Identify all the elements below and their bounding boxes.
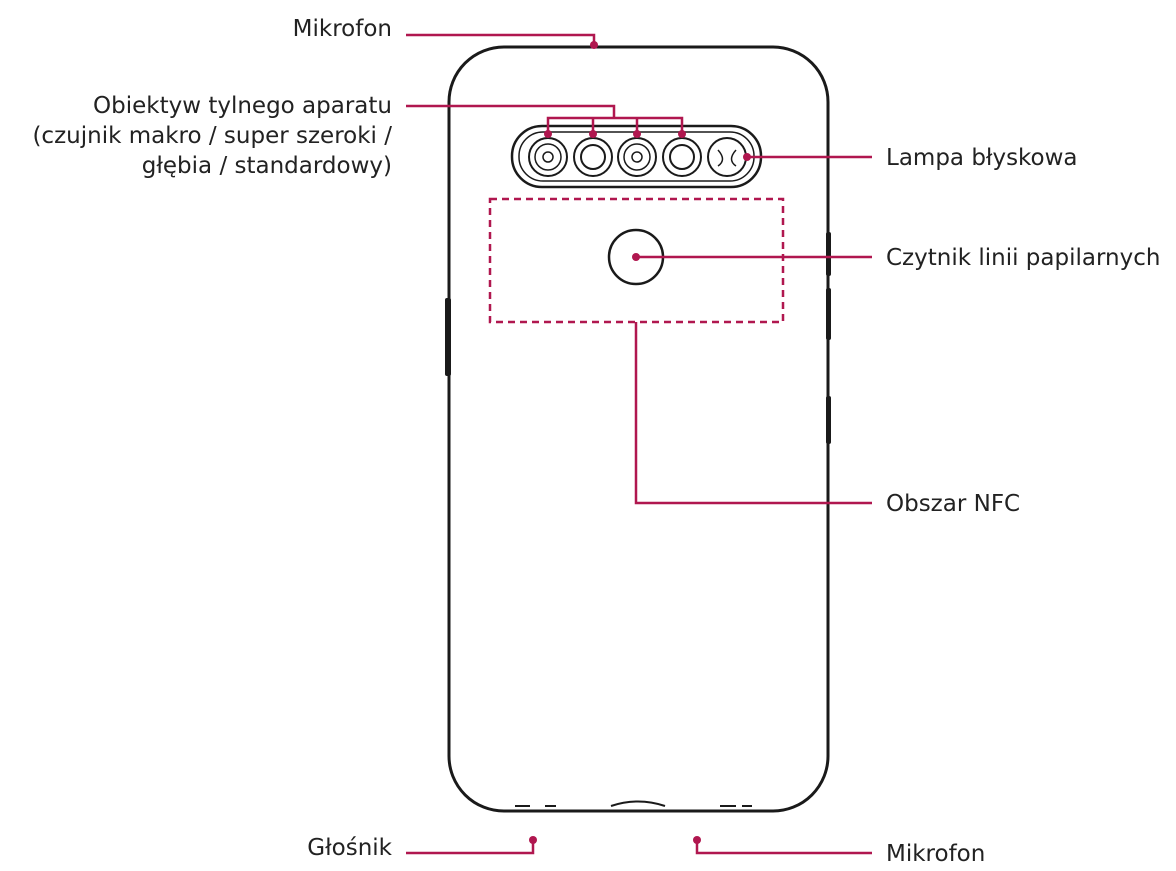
camera-lens-depth: [617, 137, 657, 177]
left-side-button: [445, 298, 451, 376]
dot-flash: [743, 153, 751, 161]
dot-camera-1: [544, 130, 552, 138]
dot-top-microphone: [590, 41, 598, 49]
dot-camera-3: [633, 130, 641, 138]
right-side-button-bottom: [826, 396, 831, 444]
callout-dots: [529, 41, 751, 844]
labels: Mikrofon Obiektyw tylnego aparatu (czujn…: [32, 16, 1160, 867]
callout-lines: [406, 33, 872, 855]
nfc-area-outline: [488, 197, 785, 324]
dot-speaker: [529, 836, 537, 844]
label-speaker: Głośnik: [307, 835, 392, 861]
label-rear-camera-line-1: Obiektyw tylnego aparatu: [93, 93, 392, 119]
right-side-button-top: [826, 232, 831, 276]
label-fingerprint-sensor: Czytnik linii papilarnych: [886, 245, 1160, 271]
callout-bottom-microphone: [695, 840, 872, 855]
camera-lens-standard: [662, 137, 702, 177]
dot-bottom-microphone: [693, 836, 701, 844]
side-buttons: [445, 232, 831, 444]
dot-fingerprint: [632, 253, 640, 261]
right-side-button-middle: [826, 288, 831, 340]
bottom-edge-details: [515, 800, 752, 807]
label-rear-camera-line-2: (czujnik makro / super szeroki /: [32, 123, 392, 149]
callout-top-microphone: [406, 33, 596, 47]
label-nfc-area: Obszar NFC: [886, 491, 1020, 517]
dot-camera-2: [589, 130, 597, 138]
callout-rear-camera: [406, 104, 616, 118]
label-rear-camera-line-3: głębia / standardowy): [142, 153, 392, 179]
usb-port: [610, 800, 666, 807]
callout-speaker: [406, 840, 535, 855]
label-top-microphone: Mikrofon: [293, 16, 392, 42]
flash-icon: [707, 137, 747, 177]
camera-lens-super-wide: [573, 137, 613, 177]
label-flash: Lampa błyskowa: [886, 145, 1078, 171]
dot-camera-4: [678, 130, 686, 138]
callout-nfc: [634, 322, 872, 505]
label-bottom-microphone: Mikrofon: [886, 841, 985, 867]
callout-rear-camera-bracket: [546, 116, 684, 134]
camera-lens-macro: [528, 137, 568, 177]
